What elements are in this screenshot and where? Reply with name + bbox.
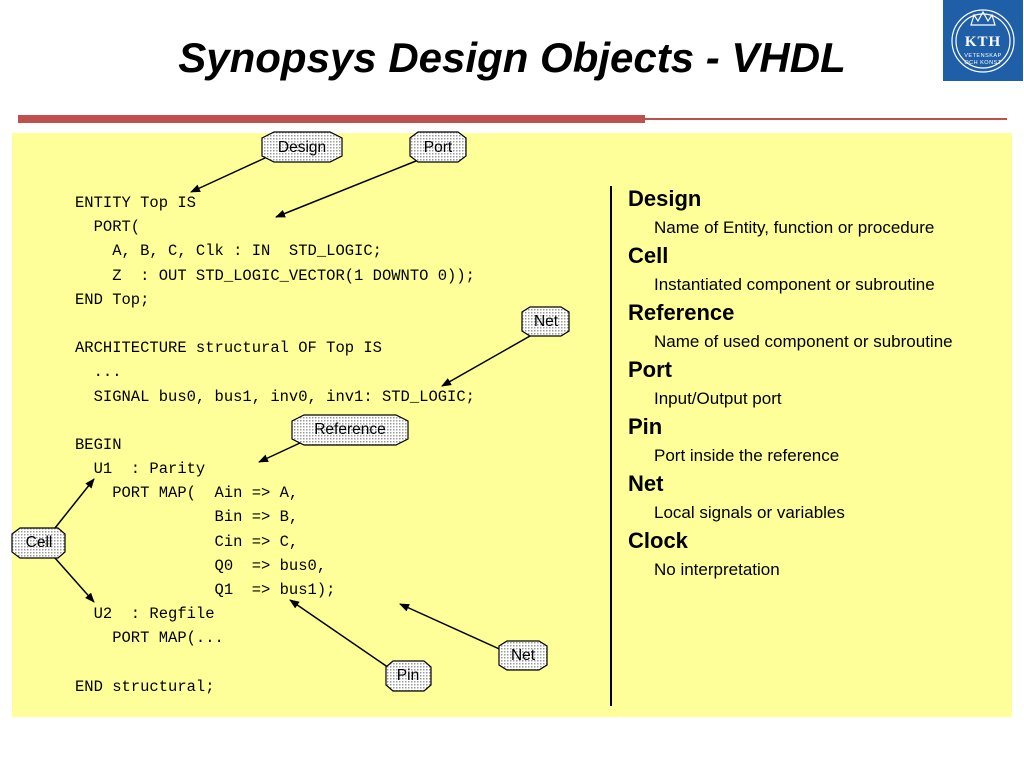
code-line: ... bbox=[75, 363, 122, 382]
definition-term: Cell bbox=[628, 243, 669, 268]
cell-callout: Cell bbox=[25, 534, 53, 551]
title-underline-thin bbox=[645, 118, 1007, 120]
logo-subtext-1: VETENSKAP bbox=[964, 53, 1002, 59]
net-callout-top: Net bbox=[533, 313, 559, 330]
definition-description: Name of used component or subroutine bbox=[654, 332, 953, 351]
kth-logo: KTH VETENSKAP OCH KONST bbox=[943, 0, 1023, 81]
definition-description: Local signals or variables bbox=[654, 503, 845, 522]
definition-description: Port inside the reference bbox=[654, 446, 840, 465]
code-line: END structural; bbox=[75, 677, 215, 696]
port-arrow bbox=[275, 160, 417, 218]
content-panel bbox=[12, 133, 1012, 717]
code-line: Z : OUT STD_LOGIC_VECTOR(1 DOWNTO 0)); bbox=[75, 266, 475, 285]
definition-term: Net bbox=[628, 471, 664, 496]
net-bottom-callout-shape bbox=[498, 640, 548, 671]
crown-icon bbox=[951, 9, 1015, 73]
column-divider bbox=[610, 186, 612, 706]
code-line: U1 : Parity bbox=[75, 460, 206, 479]
net-bottom-arrow bbox=[399, 603, 507, 653]
definition-description: Instantiated component or subroutine bbox=[654, 275, 935, 294]
cell-u1-arrow bbox=[54, 478, 95, 529]
cell-callout-shape bbox=[11, 527, 66, 559]
code-line: A, B, C, Clk : IN STD_LOGIC; bbox=[75, 242, 382, 261]
code-line: Cin => C, bbox=[75, 532, 299, 551]
definition-term: Pin bbox=[628, 414, 663, 439]
definition-description: Input/Output port bbox=[654, 389, 782, 408]
logo-text: KTH bbox=[964, 34, 1002, 50]
port-callout: Port bbox=[423, 139, 453, 156]
reference-callout-shape bbox=[291, 414, 409, 446]
port-callout-shape bbox=[409, 131, 467, 163]
code-line: Bin => B, bbox=[75, 508, 299, 527]
code-line: Q1 => bus1); bbox=[75, 581, 336, 599]
pin-callout-shape bbox=[385, 660, 432, 692]
definition-description: No interpretation bbox=[654, 560, 780, 579]
definition-term: Port bbox=[628, 357, 672, 382]
design-arrow bbox=[190, 157, 266, 193]
definition-description: Name of Entity, function or procedure bbox=[654, 218, 935, 237]
code-line: SIGNAL bus0, bus1, inv0, inv1: STD_LOGIC… bbox=[75, 387, 475, 406]
code-line: PORT MAP( Ain => A, bbox=[75, 484, 299, 503]
net-callout-bottom: Net bbox=[510, 647, 536, 664]
logo-subtext-2: OCH KONST bbox=[964, 60, 1002, 66]
definition-term: Design bbox=[628, 186, 702, 211]
design-callout: Design bbox=[277, 139, 327, 156]
slide-title: Synopsys Design Objects - VHDL bbox=[178, 34, 846, 81]
design-callout-shape bbox=[261, 131, 343, 163]
cell-u2-arrow bbox=[54, 557, 95, 603]
net-top-arrow bbox=[441, 335, 531, 387]
net-top-callout-shape bbox=[521, 306, 570, 337]
code-line: BEGIN bbox=[75, 435, 122, 454]
code-line: PORT( bbox=[75, 218, 141, 237]
definition-term: Reference bbox=[628, 300, 735, 325]
definition-term: Clock bbox=[628, 528, 688, 553]
code-line: PORT MAP(... bbox=[75, 629, 224, 648]
vhdl-code-block: ENTITY Top IS PORT( A, B, C, Clk : IN ST… bbox=[75, 191, 475, 699]
code-line: ENTITY Top IS bbox=[75, 194, 196, 212]
pin-arrow bbox=[289, 599, 393, 671]
code-line: ARCHITECTURE structural OF Top IS bbox=[75, 339, 382, 358]
code-line: U2 : Regfile bbox=[75, 605, 215, 624]
code-line: END Top; bbox=[75, 290, 150, 309]
reference-arrow bbox=[258, 442, 301, 463]
code-line: Q0 => bus0, bbox=[75, 556, 327, 575]
title-underline-bar bbox=[18, 115, 645, 123]
reference-callout: Reference bbox=[314, 421, 386, 438]
pin-callout: Pin bbox=[396, 667, 420, 684]
